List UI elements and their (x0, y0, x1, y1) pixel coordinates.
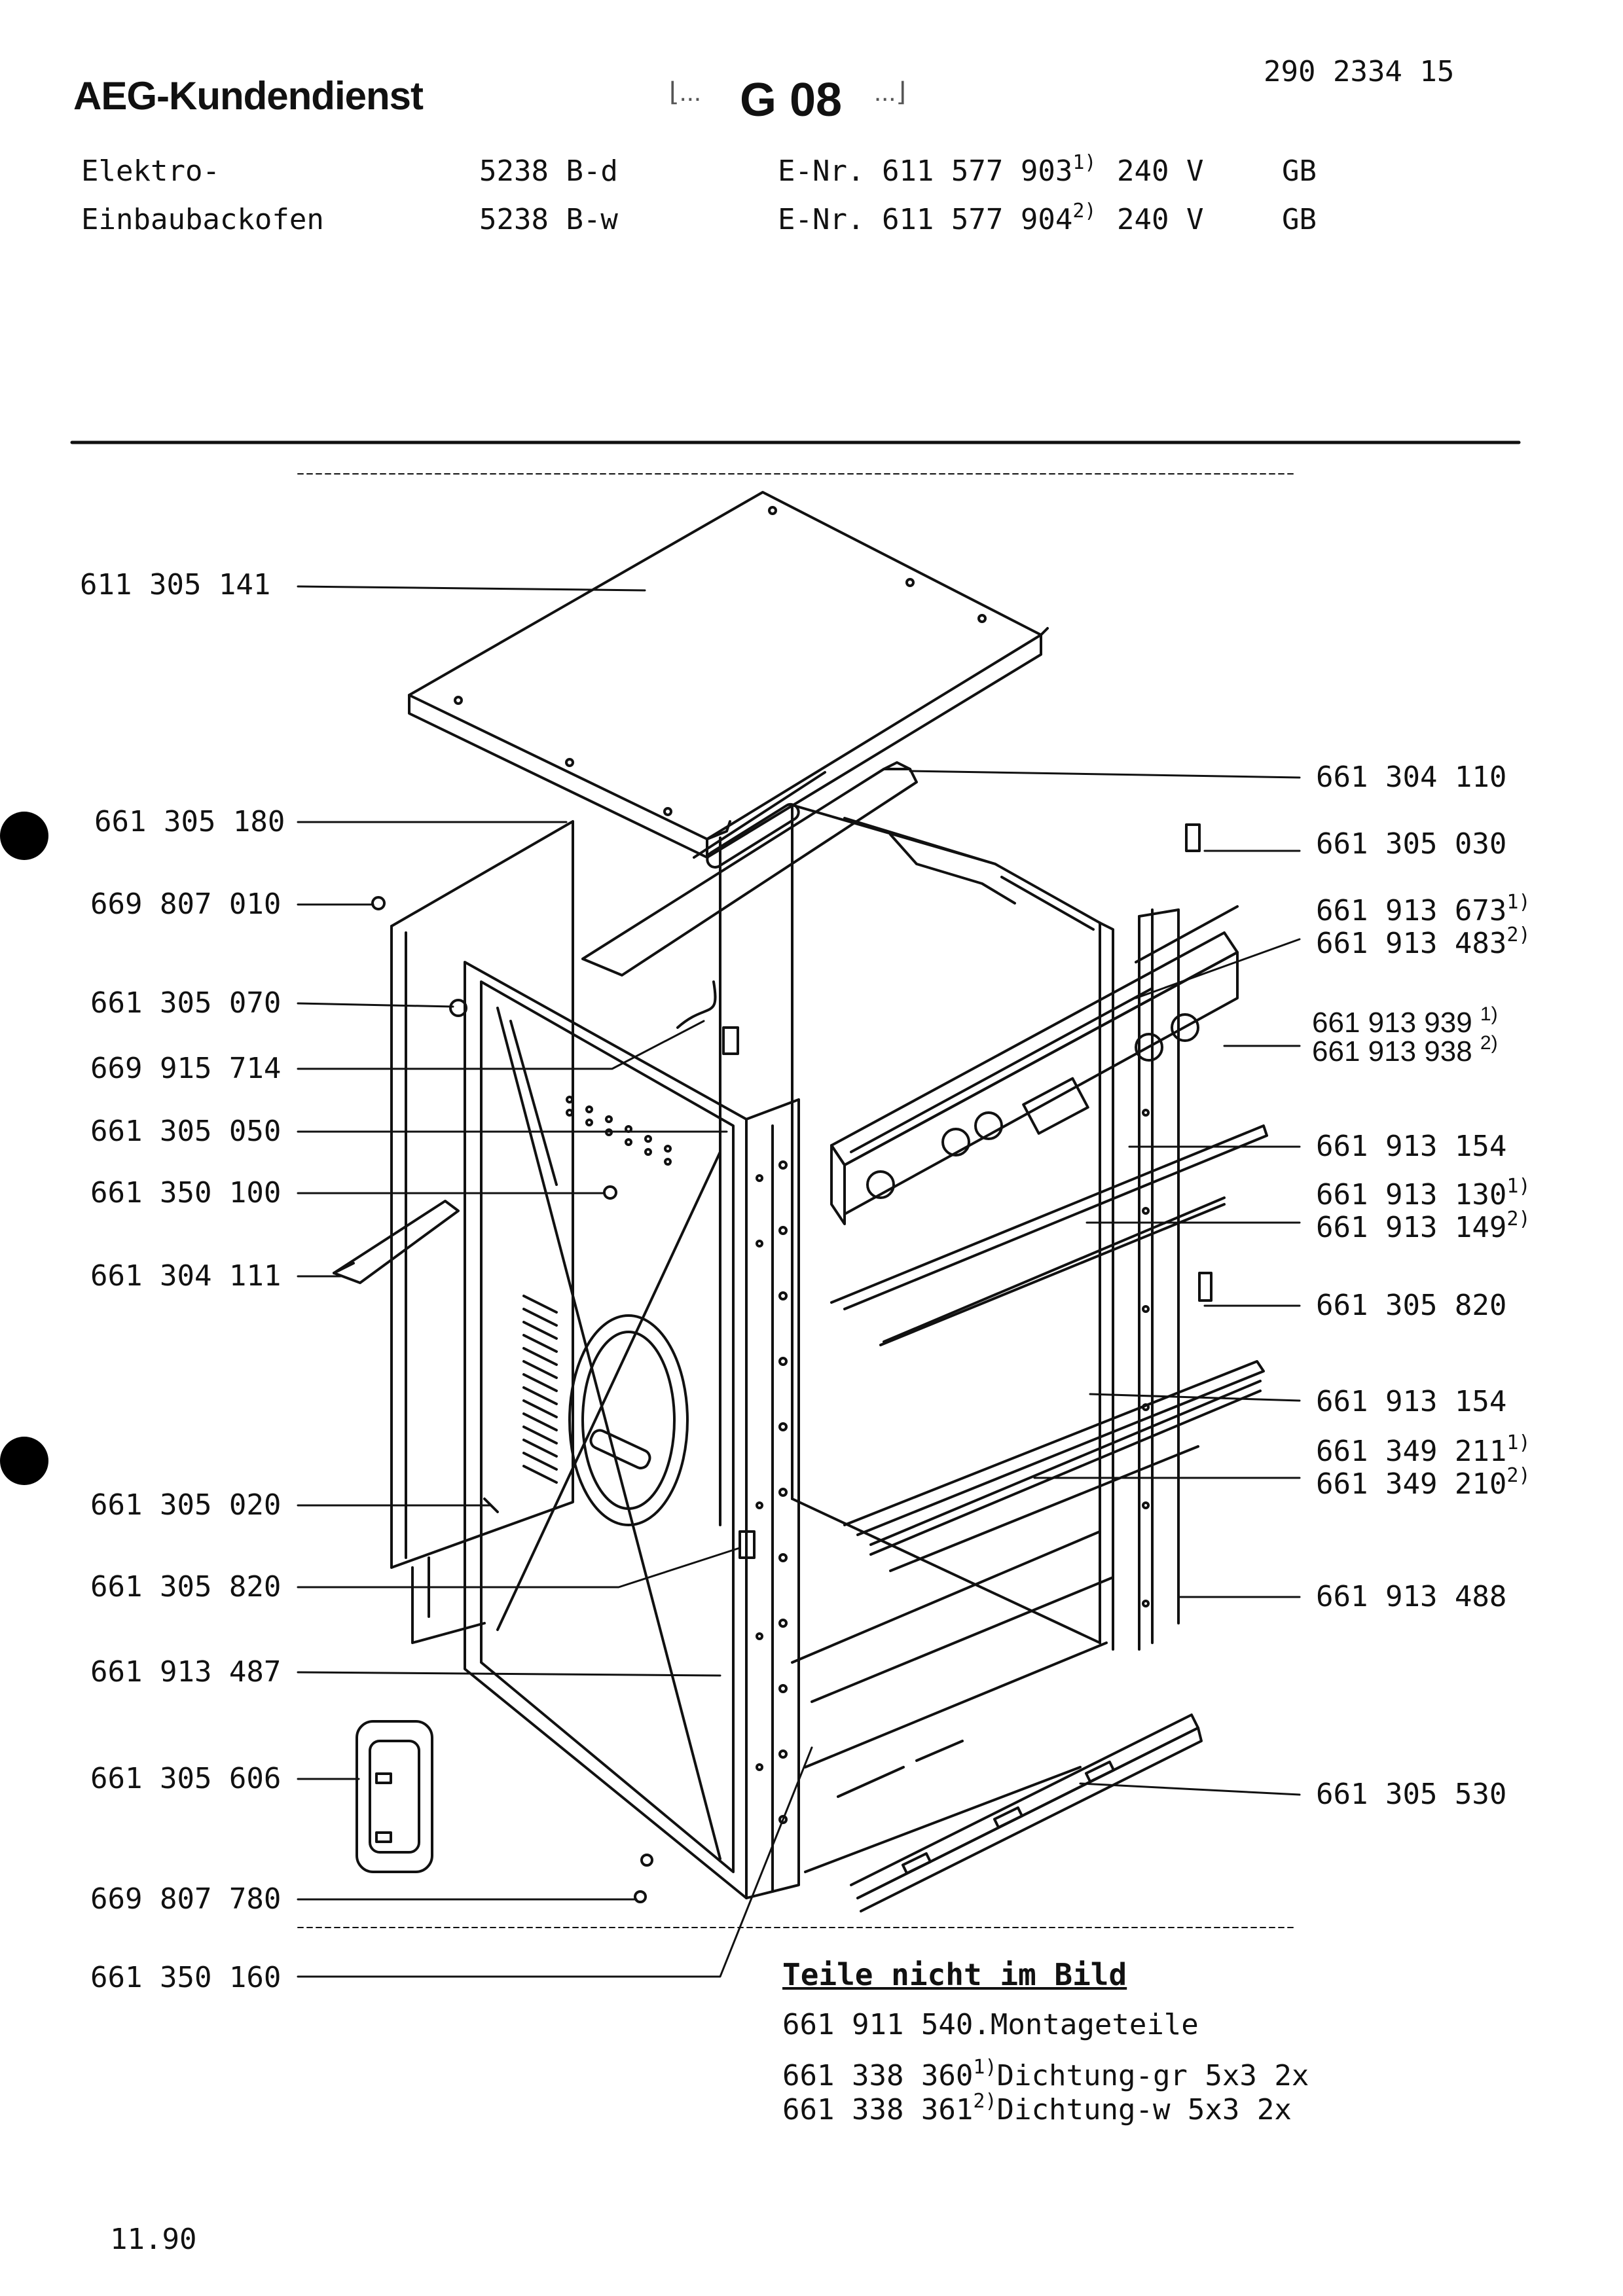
group-bracket-right: ...⌋ (874, 78, 906, 107)
part-label: 661 304 111 (90, 1259, 282, 1293)
part-label: 661 305 050 (90, 1115, 282, 1148)
bullet-dot-1 (0, 812, 48, 860)
part-label: 661 350 160 (90, 1961, 282, 1994)
part-label: 661 913 4832) (1316, 924, 1531, 960)
bullet-dot-2 (0, 1437, 48, 1485)
part-label: 661 913 939 1) (1312, 1003, 1498, 1039)
part-label: 661 913 154 (1316, 1385, 1507, 1418)
part-label: 661 305 820 (90, 1570, 282, 1604)
product-line2: Einbaubackofen (81, 203, 324, 236)
side-panel-left (390, 820, 574, 1644)
part-label: 661 913 938 2) (1312, 1032, 1498, 1067)
part-label: 661 305 180 (94, 805, 285, 838)
side-rail-right (1138, 908, 1180, 1651)
product-line1: Elektro- (81, 154, 220, 188)
part-label: 669 807 780 (90, 1882, 282, 1916)
part-label: 661 349 2111) (1316, 1431, 1531, 1468)
vent-grille (356, 1720, 433, 1873)
cross-rail-lower (843, 1360, 1265, 1572)
footer-date: 11.90 (110, 2223, 197, 2256)
cross-rail-upper (830, 1124, 1268, 1346)
part-label: 661 305 820 (1316, 1289, 1507, 1322)
bottom-tray (791, 1530, 1114, 1768)
part-label: 661 350 100 (90, 1176, 282, 1210)
not-shown-title: Teile nicht im Bild (782, 1957, 1127, 1992)
part-label: 661 913 488 (1316, 1580, 1507, 1613)
model-1: 5238 B-d (479, 154, 618, 188)
enr-1: E-Nr. 611 577 9031) (778, 151, 1097, 188)
part-label: 661 913 487 (90, 1655, 282, 1689)
control-panel (830, 905, 1239, 1225)
part-label: 661 305 030 (1316, 827, 1507, 861)
model-2: 5238 B-w (479, 203, 618, 236)
leader-lines-left (297, 585, 813, 1978)
group-code: G 08 (740, 74, 843, 126)
part-label: 661 913 1301) (1316, 1175, 1531, 1211)
voltage-2: 240 V (1117, 203, 1204, 236)
front-frame (464, 961, 800, 1899)
top-bracket (581, 761, 1095, 977)
bottom-plinth (804, 1713, 1203, 1912)
not-shown-item: 661 911 540.Montageteile (782, 2008, 1199, 2041)
part-label: 661 305 530 (1316, 1778, 1507, 1811)
country-1: GB (1282, 154, 1317, 188)
part-label: 661 913 154 (1316, 1130, 1507, 1163)
leader-lines-right (909, 770, 1301, 1796)
side-bracket-left (333, 1200, 460, 1284)
part-label: 669 915 714 (90, 1052, 282, 1085)
part-label: 661 305 070 (90, 986, 282, 1020)
part-label: 661 304 110 (1316, 761, 1507, 794)
enr-2: E-Nr. 611 577 9042) (778, 200, 1097, 236)
not-shown-item: 661 338 3612)Dichtung-w 5x3 2x (782, 2090, 1292, 2126)
part-label: 669 807 010 (90, 888, 282, 921)
screws-small (371, 823, 1213, 1903)
top-cover (408, 491, 1049, 859)
brand-title: AEG-Kundendienst (73, 74, 424, 118)
part-label: 661 305 606 (90, 1762, 282, 1795)
part-label: 661 349 2102) (1316, 1464, 1531, 1501)
part-label: 611 305 141 (80, 568, 271, 601)
country-2: GB (1282, 203, 1317, 236)
part-label: 661 913 6731) (1316, 891, 1531, 927)
back-panel (719, 804, 1114, 1651)
part-label: 661 305 020 (90, 1488, 282, 1522)
not-shown-item: 661 338 3601)Dichtung-gr 5x3 2x (782, 2056, 1309, 2092)
group-bracket-left: ⌊... (669, 78, 701, 107)
voltage-1: 240 V (1117, 154, 1204, 188)
part-label: 661 913 1492) (1316, 1208, 1531, 1244)
doc-number: 290 2334 15 (1264, 55, 1455, 88)
